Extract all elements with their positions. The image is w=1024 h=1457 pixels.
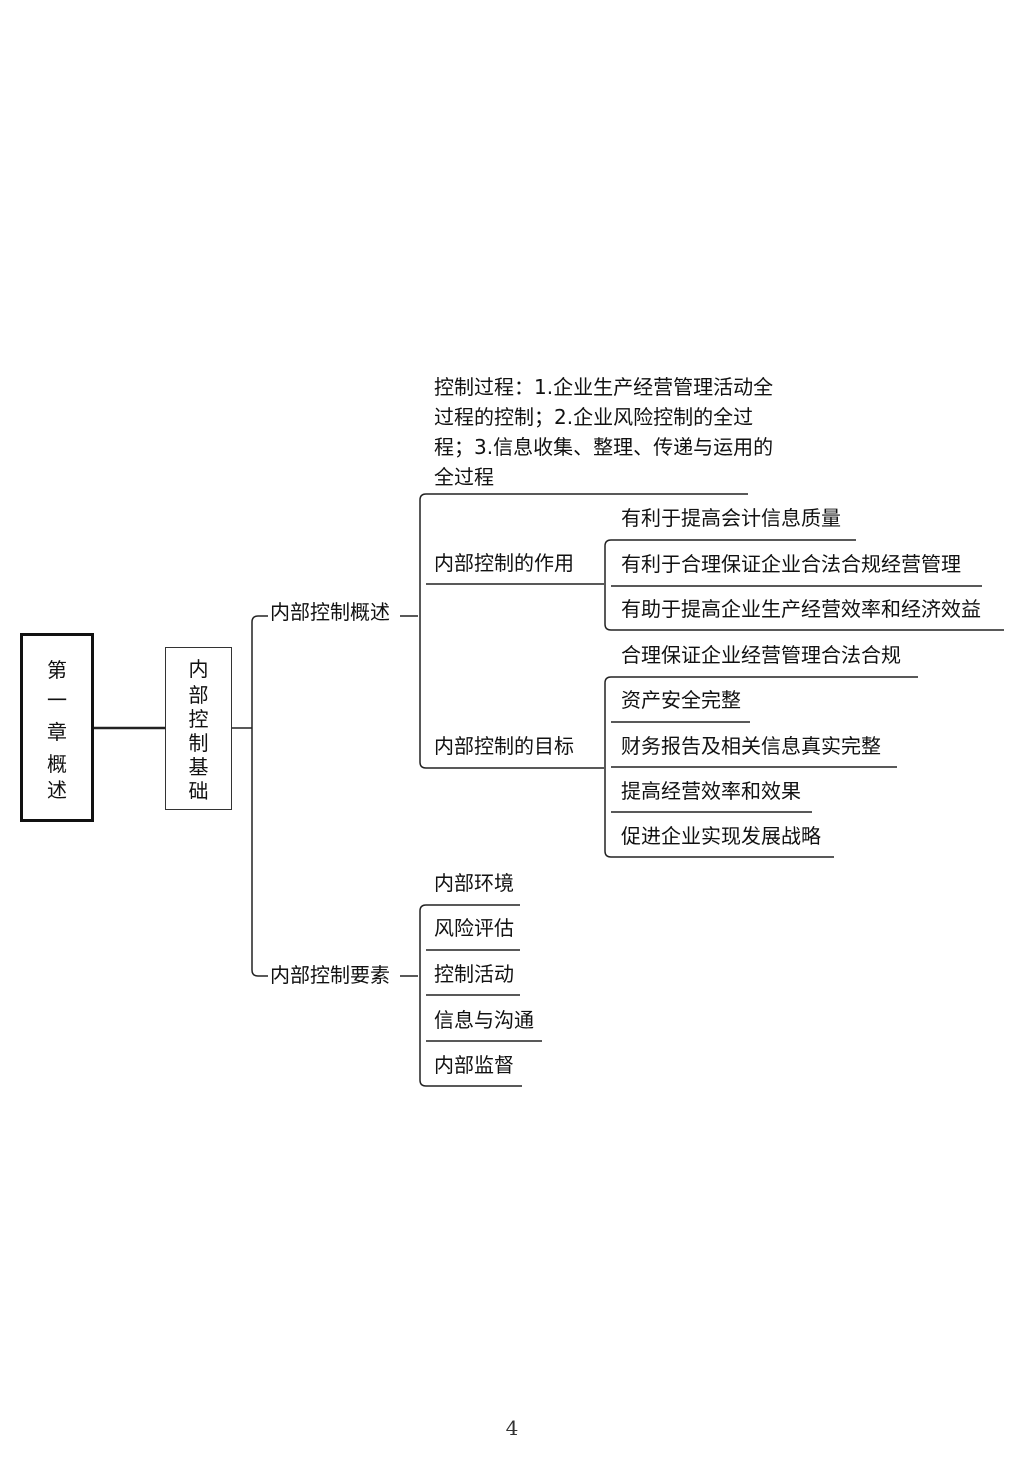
element-item: 风险评估 — [434, 916, 514, 940]
goal-item: 促进企业实现发展战略 — [621, 824, 821, 848]
goal-item: 资产安全完整 — [621, 688, 741, 712]
goal-item: 合理保证企业经营管理合法合规 — [621, 643, 901, 667]
overview-node: 内部控制概述 — [270, 600, 390, 624]
element-item: 内部监督 — [434, 1053, 514, 1077]
element-item: 内部环境 — [434, 871, 514, 895]
control-process-text: 控制过程：1.企业生产经营管理活动全过程的控制；2.企业风险控制的全过程；3.信… — [434, 375, 774, 489]
root-char: 概 — [47, 752, 67, 776]
level1-char: 控 — [188, 707, 209, 731]
goal-node: 内部控制的目标 — [434, 734, 574, 758]
root-char: 章 — [47, 720, 67, 744]
elements-node: 内部控制要素 — [270, 963, 390, 987]
goal-item: 提高经营效率和效果 — [621, 779, 801, 803]
root-char: 第 — [47, 658, 67, 682]
goal-item: 财务报告及相关信息真实完整 — [621, 734, 881, 758]
role-node: 内部控制的作用 — [434, 551, 574, 575]
role-item: 有利于提高会计信息质量 — [621, 506, 841, 530]
element-item: 信息与沟通 — [434, 1008, 534, 1032]
level1-char: 基 — [188, 755, 209, 779]
level1-node: 内 部 控 制 基 础 — [165, 647, 232, 810]
element-item: 控制活动 — [434, 962, 514, 986]
root-char: 述 — [47, 778, 67, 802]
level1-char: 部 — [188, 683, 209, 707]
root-node: 第 一 章 概 述 — [20, 633, 94, 822]
level1-char: 内 — [188, 657, 209, 681]
page-number: 4 — [505, 1416, 519, 1440]
role-item: 有利于合理保证企业合法合规经营管理 — [621, 552, 961, 576]
root-char: 一 — [47, 688, 67, 712]
level1-char: 制 — [188, 731, 209, 755]
role-item: 有助于提高企业生产经营效率和经济效益 — [621, 597, 981, 621]
level1-char: 础 — [188, 779, 209, 803]
